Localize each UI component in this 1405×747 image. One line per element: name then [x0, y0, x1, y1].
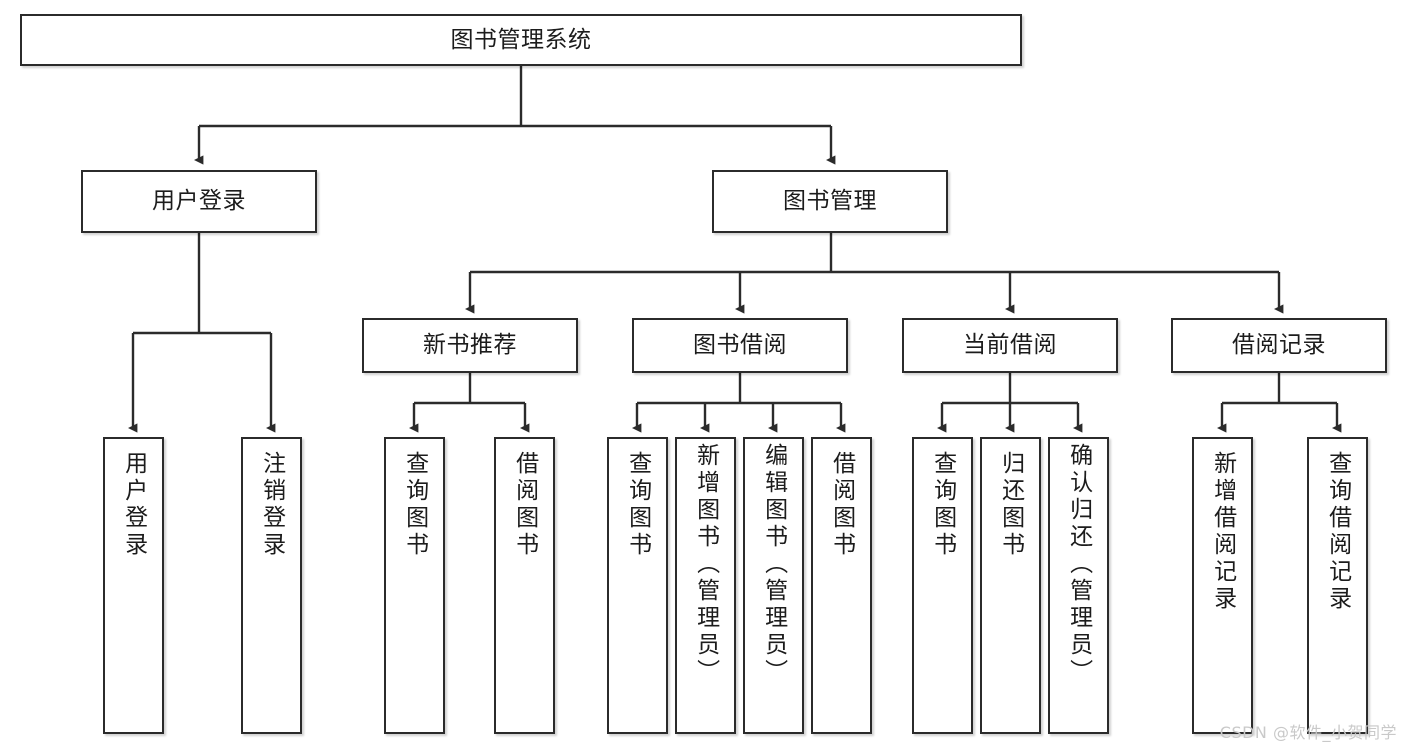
leaf-query-borrow-record[interactable]: 查询借阅记录 [1307, 437, 1368, 734]
node-borrow-record[interactable]: 借阅记录 [1171, 318, 1387, 373]
node-user-login-label: 用户登录 [152, 188, 246, 215]
node-book-management[interactable]: 图书管理 [712, 170, 948, 233]
leaf-query-book-current-label: 查询图书 [929, 451, 956, 559]
leaf-return-book-label: 归还图书 [997, 451, 1024, 559]
leaf-query-book-current[interactable]: 查询图书 [912, 437, 973, 734]
csdn-watermark: CSDN @软件_小贺同学 [1219, 723, 1397, 742]
leaf-add-borrow-record[interactable]: 新增借阅记录 [1192, 437, 1253, 734]
leaf-return-book[interactable]: 归还图书 [980, 437, 1041, 734]
leaf-user-login-label: 用户登录 [120, 451, 147, 559]
node-current-borrow[interactable]: 当前借阅 [902, 318, 1118, 373]
leaf-edit-book[interactable]: 编辑图书（管理员） [743, 437, 804, 734]
node-new-book-recommend-label: 新书推荐 [423, 332, 517, 359]
node-book-borrow-label: 图书借阅 [693, 332, 787, 359]
leaf-borrow-book-recommend-label: 借阅图书 [511, 451, 538, 559]
leaf-logout-login[interactable]: 注销登录 [241, 437, 302, 734]
leaf-borrow-book[interactable]: 借阅图书 [811, 437, 872, 734]
node-user-login[interactable]: 用户登录 [81, 170, 317, 233]
leaf-confirm-return[interactable]: 确认归还（管理员） [1048, 437, 1109, 734]
node-book-management-label: 图书管理 [783, 188, 877, 215]
leaf-query-book-recommend[interactable]: 查询图书 [384, 437, 445, 734]
leaf-query-book-borrow[interactable]: 查询图书 [607, 437, 668, 734]
node-root[interactable]: 图书管理系统 [20, 14, 1022, 66]
node-book-borrow[interactable]: 图书借阅 [632, 318, 848, 373]
leaf-add-book-label: 新增图书（管理员） [692, 443, 719, 686]
node-new-book-recommend[interactable]: 新书推荐 [362, 318, 578, 373]
leaf-borrow-book-label: 借阅图书 [828, 451, 855, 559]
leaf-edit-book-label: 编辑图书（管理员） [760, 443, 787, 686]
leaf-logout-login-label: 注销登录 [258, 451, 285, 559]
leaf-confirm-return-label: 确认归还（管理员） [1065, 443, 1092, 686]
leaf-user-login[interactable]: 用户登录 [103, 437, 164, 734]
leaf-query-book-recommend-label: 查询图书 [401, 451, 428, 559]
leaf-query-borrow-record-label: 查询借阅记录 [1324, 451, 1351, 613]
leaf-borrow-book-recommend[interactable]: 借阅图书 [494, 437, 555, 734]
node-current-borrow-label: 当前借阅 [963, 332, 1057, 359]
node-root-label: 图书管理系统 [450, 26, 592, 53]
leaf-add-book[interactable]: 新增图书（管理员） [675, 437, 736, 734]
node-borrow-record-label: 借阅记录 [1232, 332, 1326, 359]
leaf-query-book-borrow-label: 查询图书 [624, 451, 651, 559]
leaf-add-borrow-record-label: 新增借阅记录 [1209, 451, 1236, 613]
